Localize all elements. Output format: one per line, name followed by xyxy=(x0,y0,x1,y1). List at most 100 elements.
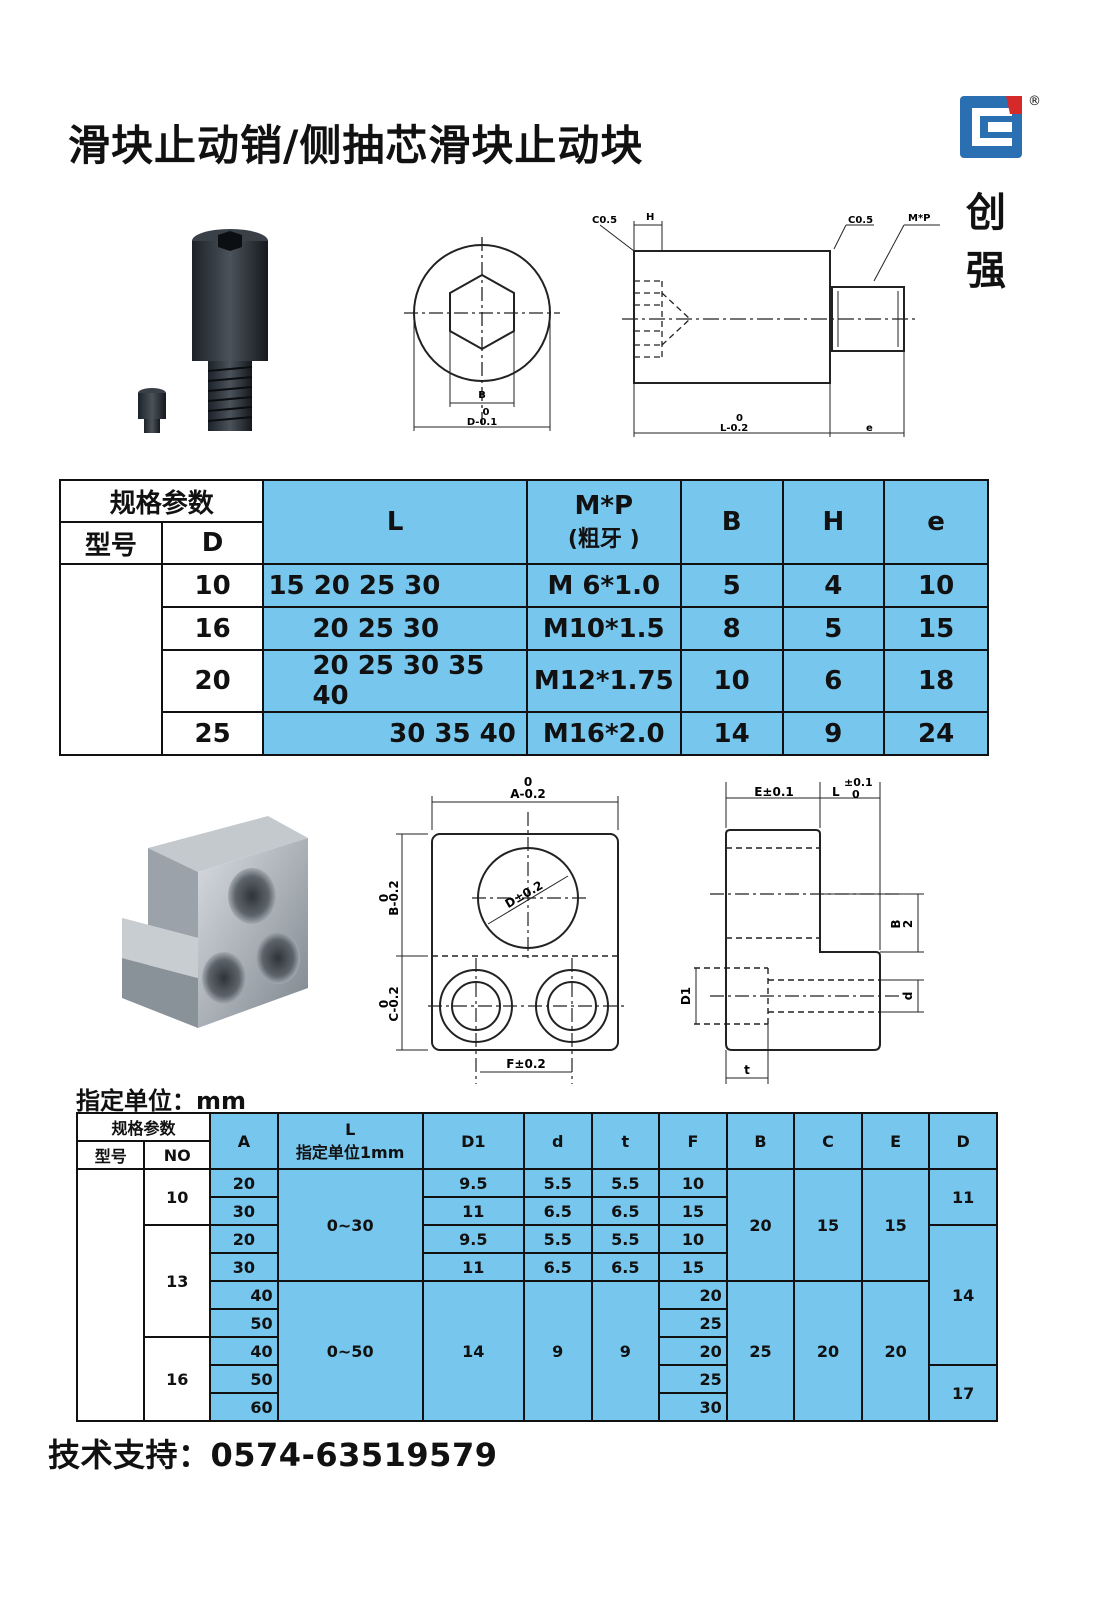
table-cell-d: 10 xyxy=(160,563,265,608)
table-cell-e: 10 xyxy=(883,563,989,608)
table-cell-d: 16 xyxy=(160,606,265,651)
tech-support-phone: 技术支持：0574-63519579 xyxy=(48,1436,498,1474)
l-dim-tolerance-bottom: 0 xyxy=(852,788,860,801)
d-cell: 6.5 xyxy=(522,1252,593,1282)
d-cell: 9 xyxy=(522,1280,593,1422)
d-dim-tolerance: 0 xyxy=(483,407,490,418)
e-header: e xyxy=(883,479,989,565)
l-dim-label: L-0.2 xyxy=(720,423,748,434)
table-cell-b: 8 xyxy=(679,606,784,651)
table-cell-e: 15 xyxy=(883,606,989,651)
f-cell: 20 xyxy=(658,1280,728,1310)
a-cell: 30 xyxy=(209,1252,279,1282)
table-cell-e: 24 xyxy=(883,711,989,756)
table-cell-h: 9 xyxy=(781,711,886,756)
table-cell-l: 15 20 25 30 xyxy=(262,563,528,608)
spec-header: 规格参数 xyxy=(75,1112,212,1142)
d-header: d xyxy=(522,1112,593,1170)
table-cell-l: 20 25 30 xyxy=(262,606,528,651)
stop-pin-photo xyxy=(138,229,268,433)
unit-note: 指定单位：mm xyxy=(76,1087,247,1115)
no-cell: 16 xyxy=(143,1336,212,1422)
t-cell: 6.5 xyxy=(590,1196,661,1226)
table-cell-h: 4 xyxy=(781,563,886,608)
t-cell: 6.5 xyxy=(590,1252,661,1282)
page-title: 滑块止动销/侧抽芯滑块止动块 xyxy=(68,121,644,170)
f-cell: 15 xyxy=(658,1196,728,1226)
table-cell-b: 10 xyxy=(679,649,784,713)
f-cell: 25 xyxy=(658,1364,728,1394)
table-cell-mp: M10*1.5 xyxy=(525,606,682,651)
a-dim-tolerance: 0 xyxy=(524,775,532,789)
a-cell: 20 xyxy=(209,1224,279,1254)
l-cell: 0~30 xyxy=(276,1168,424,1282)
dd-header: D xyxy=(928,1112,998,1170)
f-cell: 30 xyxy=(658,1392,728,1422)
table-cell-h: 5 xyxy=(781,606,886,651)
b-half-top-label: B xyxy=(889,919,903,928)
f-cell: 10 xyxy=(658,1224,728,1254)
c-cell: 20 xyxy=(793,1280,863,1422)
a-cell: 50 xyxy=(209,1308,279,1338)
table-cell-d: 25 xyxy=(160,711,265,756)
table-cell-l: 30 35 40 xyxy=(262,711,528,756)
registered-mark: ® xyxy=(1028,94,1041,109)
dd-cell: 11 xyxy=(928,1168,998,1226)
mp-header-top: M*P xyxy=(574,491,634,521)
model-cell xyxy=(59,563,163,756)
t-cell: 5.5 xyxy=(590,1168,661,1198)
no-cell: 13 xyxy=(143,1224,212,1338)
l-dim-tolerance: 0 xyxy=(736,413,743,424)
small-d-dim-label: d xyxy=(901,992,915,1001)
e-cell: 15 xyxy=(860,1168,931,1282)
h-dim-label: H xyxy=(646,212,654,223)
t-cell: 5.5 xyxy=(590,1224,661,1254)
a-cell: 60 xyxy=(209,1392,279,1422)
mp-header-bottom: (粗牙 ) xyxy=(567,527,640,552)
b-half-bottom-label: 2 xyxy=(901,920,915,928)
b-cell: 20 xyxy=(725,1168,796,1282)
c-header: C xyxy=(793,1112,863,1170)
d1-cell: 9.5 xyxy=(421,1224,525,1254)
model-header: 型号 xyxy=(75,1140,146,1170)
c-dim-tolerance: 0 xyxy=(378,1000,391,1008)
t-dim-label: t xyxy=(744,1063,750,1077)
dd-cell: 14 xyxy=(928,1224,998,1366)
spec-header: 规格参数 xyxy=(58,479,265,523)
block-side-view-drawing: E±0.1 L ±0.1 0 B 2 D1 d t xyxy=(679,776,924,1084)
d1-cell: 11 xyxy=(421,1252,525,1282)
b-header: B xyxy=(725,1112,796,1170)
d1-cell: 9.5 xyxy=(421,1168,525,1198)
h-header: H xyxy=(781,479,886,565)
a-cell: 50 xyxy=(209,1364,279,1394)
d1-cell: 11 xyxy=(421,1196,525,1226)
brand-name-top: 创 xyxy=(966,190,1006,236)
dd-cell: 17 xyxy=(928,1364,998,1422)
c05-right-label: C0.5 xyxy=(848,215,873,226)
f-dim-label: F±0.2 xyxy=(506,1057,546,1071)
table-cell-mp: M16*2.0 xyxy=(525,711,682,756)
b-header: B xyxy=(679,479,784,565)
f-header: F xyxy=(658,1112,728,1170)
a-cell: 20 xyxy=(209,1168,279,1198)
table-cell-b: 14 xyxy=(679,711,784,756)
c-cell: 15 xyxy=(793,1168,863,1282)
table-cell-d: 20 xyxy=(160,649,265,713)
f-cell: 20 xyxy=(658,1336,728,1366)
d1-dim-label: D1 xyxy=(679,987,693,1005)
table-cell-mp: M12*1.75 xyxy=(525,649,682,713)
stop-block-photo xyxy=(122,816,308,1028)
d-cell: 6.5 xyxy=(522,1196,593,1226)
d-header: D xyxy=(160,521,265,565)
l-header-top: L xyxy=(345,1119,356,1139)
c-dim-label: C-0.2 xyxy=(387,986,401,1021)
model-header: 型号 xyxy=(59,521,163,565)
d-dim-label: D±0.2 xyxy=(503,878,546,911)
d-cell: 5.5 xyxy=(522,1224,593,1254)
a-cell: 30 xyxy=(209,1196,279,1226)
l-cell: 0~50 xyxy=(276,1280,424,1422)
l-header: L xyxy=(262,479,528,565)
table-cell-e: 18 xyxy=(883,649,989,713)
